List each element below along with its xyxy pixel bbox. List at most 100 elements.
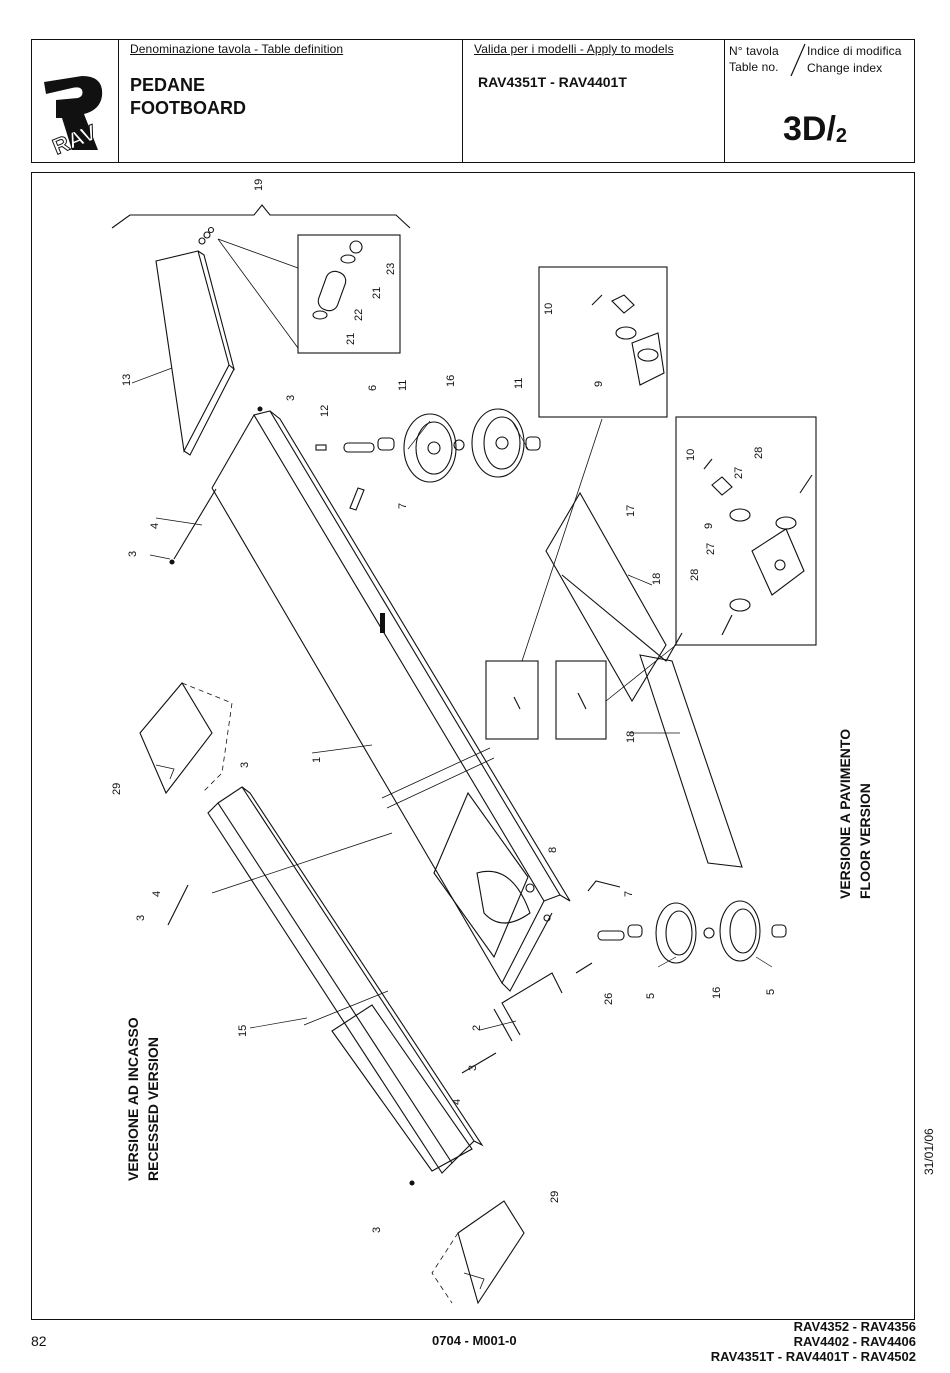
detail-9-lower-parts: [703, 458, 813, 636]
valid-models: RAV4351T - RAV4401T: [478, 74, 627, 90]
part-label: 4: [149, 523, 161, 529]
table-number-main: 3D/: [783, 110, 836, 148]
change-index-label-en: Change index: [807, 61, 883, 75]
footer-models-line: RAV4402 - RAV4406: [793, 1334, 916, 1349]
part-label: 28: [753, 447, 765, 459]
table-definition-cell: Denominazione tavola - Table definition …: [118, 40, 462, 162]
part-label: 10: [543, 303, 555, 315]
plate-29-top: [139, 682, 213, 795]
part-label: 7: [397, 503, 409, 509]
valid-models-label: Valida per i modelli - Apply to models: [474, 42, 674, 56]
document-code: 0704 - M001-0: [432, 1333, 517, 1348]
footer-models-line: RAV4352 - RAV4356: [793, 1319, 916, 1334]
table-number-cell: N° tavola Table no. Indice di modifica C…: [724, 40, 914, 162]
part-label: 17: [625, 505, 637, 517]
part-label: 13: [121, 374, 133, 386]
main-beam-1: [211, 410, 571, 992]
part-label: 2: [471, 1025, 483, 1031]
handle-2: [501, 972, 563, 1036]
pulleys-5: [597, 900, 787, 964]
plate-29-bottom: [457, 1200, 525, 1305]
part-label: 5: [645, 993, 657, 999]
small-detail-box-a: [485, 660, 539, 740]
part-label: 26: [603, 993, 615, 1005]
part-label: 15: [237, 1025, 249, 1037]
revision-date: 31/01/06: [922, 1128, 936, 1175]
part-label: 6: [367, 385, 379, 391]
part-label: 27: [705, 543, 717, 555]
exploded-view-drawing: 19 13 3 12 6 11 16 11 21 22 21 23 10 9 7…: [31, 172, 915, 1320]
part-label: 29: [111, 783, 123, 795]
part-label: 7: [623, 891, 635, 897]
footer-models: RAV4352 - RAV4356 RAV4402 - RAV4406 RAV4…: [711, 1319, 916, 1364]
part-label: 11: [513, 378, 525, 389]
part-label: 21: [345, 333, 357, 345]
part-label: 19: [253, 179, 265, 191]
bar-4-low: [461, 1052, 497, 1074]
part-label: 28: [689, 569, 701, 581]
detail-box-19: [297, 234, 401, 354]
plate-13: [155, 226, 235, 456]
page-number: 82: [31, 1333, 47, 1349]
part-label: 3: [127, 551, 139, 557]
part-label: 12: [319, 405, 331, 417]
part-label: 4: [151, 891, 163, 897]
table-no-label-it: N° tavola: [729, 44, 779, 58]
change-index-label-it: Indice di modifica: [807, 44, 902, 58]
pulleys-11: [315, 408, 541, 483]
part-label: 8: [547, 847, 559, 853]
table-definition-label: Denominazione tavola - Table definition: [130, 42, 344, 56]
detail-9-top-parts: [591, 294, 665, 386]
logo-text: RAV: [49, 119, 100, 159]
part-label: 11: [397, 380, 409, 391]
detail-box-9-lower: [675, 416, 817, 646]
part-label: 3: [371, 1227, 383, 1233]
models-cell: Valida per i modelli - Apply to models R…: [462, 40, 724, 162]
title-it: PEDANE: [130, 75, 206, 95]
exploded-view-svg: 19 13 3 12 6 11 16 11 21 22 21 23 10 9 7…: [111, 179, 873, 1305]
part-label: 18: [625, 731, 637, 743]
part-label: 29: [549, 1191, 561, 1203]
logo: RAV: [32, 40, 118, 162]
part-label: 3: [239, 762, 251, 768]
recessed-beam-15: [207, 786, 484, 1174]
bracket-7-bottom: [587, 880, 621, 892]
brace-19: [111, 204, 411, 229]
title-block: RAV Denominazione tavola - Table definit…: [31, 39, 915, 163]
rav-logo-icon: RAV: [44, 76, 103, 160]
detail-box-9-top: [538, 266, 668, 418]
part-label: 3: [135, 915, 147, 921]
table-no-label-en: Table no.: [729, 60, 779, 74]
small-detail-box-b: [555, 660, 607, 740]
part-label: 5: [765, 989, 777, 995]
part-label: 1: [311, 757, 323, 763]
recessed-version-caption-en: RECESSED VERSION: [145, 1037, 161, 1181]
part-label: 9: [703, 523, 715, 529]
table-number-sub: 2: [835, 125, 848, 147]
detail-19-parts: [312, 240, 363, 320]
part-label: 21: [371, 287, 383, 299]
floor-version-caption-en: FLOOR VERSION: [857, 783, 873, 899]
part-label: 18: [651, 573, 663, 585]
part-label: 4: [451, 1099, 463, 1105]
part-label: 22: [353, 309, 365, 321]
part-label: 3: [285, 395, 297, 401]
leader-lines: [131, 367, 773, 1031]
part-label: 16: [711, 987, 723, 999]
slash-divider: [790, 43, 806, 77]
part-label: 27: [733, 467, 745, 479]
recessed-version-caption-it: VERSIONE AD INCASSO: [125, 1017, 141, 1181]
bar-4-mid: [167, 884, 189, 926]
part-label: 3: [467, 1065, 479, 1071]
part-label: 10: [685, 449, 697, 461]
floor-version-caption-it: VERSIONE A PAVIMENTO: [837, 729, 853, 899]
floor-plates-18: [545, 491, 743, 868]
handle-2-edge: [493, 1008, 513, 1042]
footer-models-line: RAV4351T - RAV4401T - RAV4502: [710, 1349, 916, 1364]
part-label: 9: [593, 381, 605, 387]
title-en: FOOTBOARD: [130, 98, 246, 118]
bracket-7-top: [349, 487, 365, 511]
part-label: 23: [385, 263, 397, 275]
part-label: 16: [445, 375, 457, 387]
table-number: 3D/2: [783, 110, 847, 149]
